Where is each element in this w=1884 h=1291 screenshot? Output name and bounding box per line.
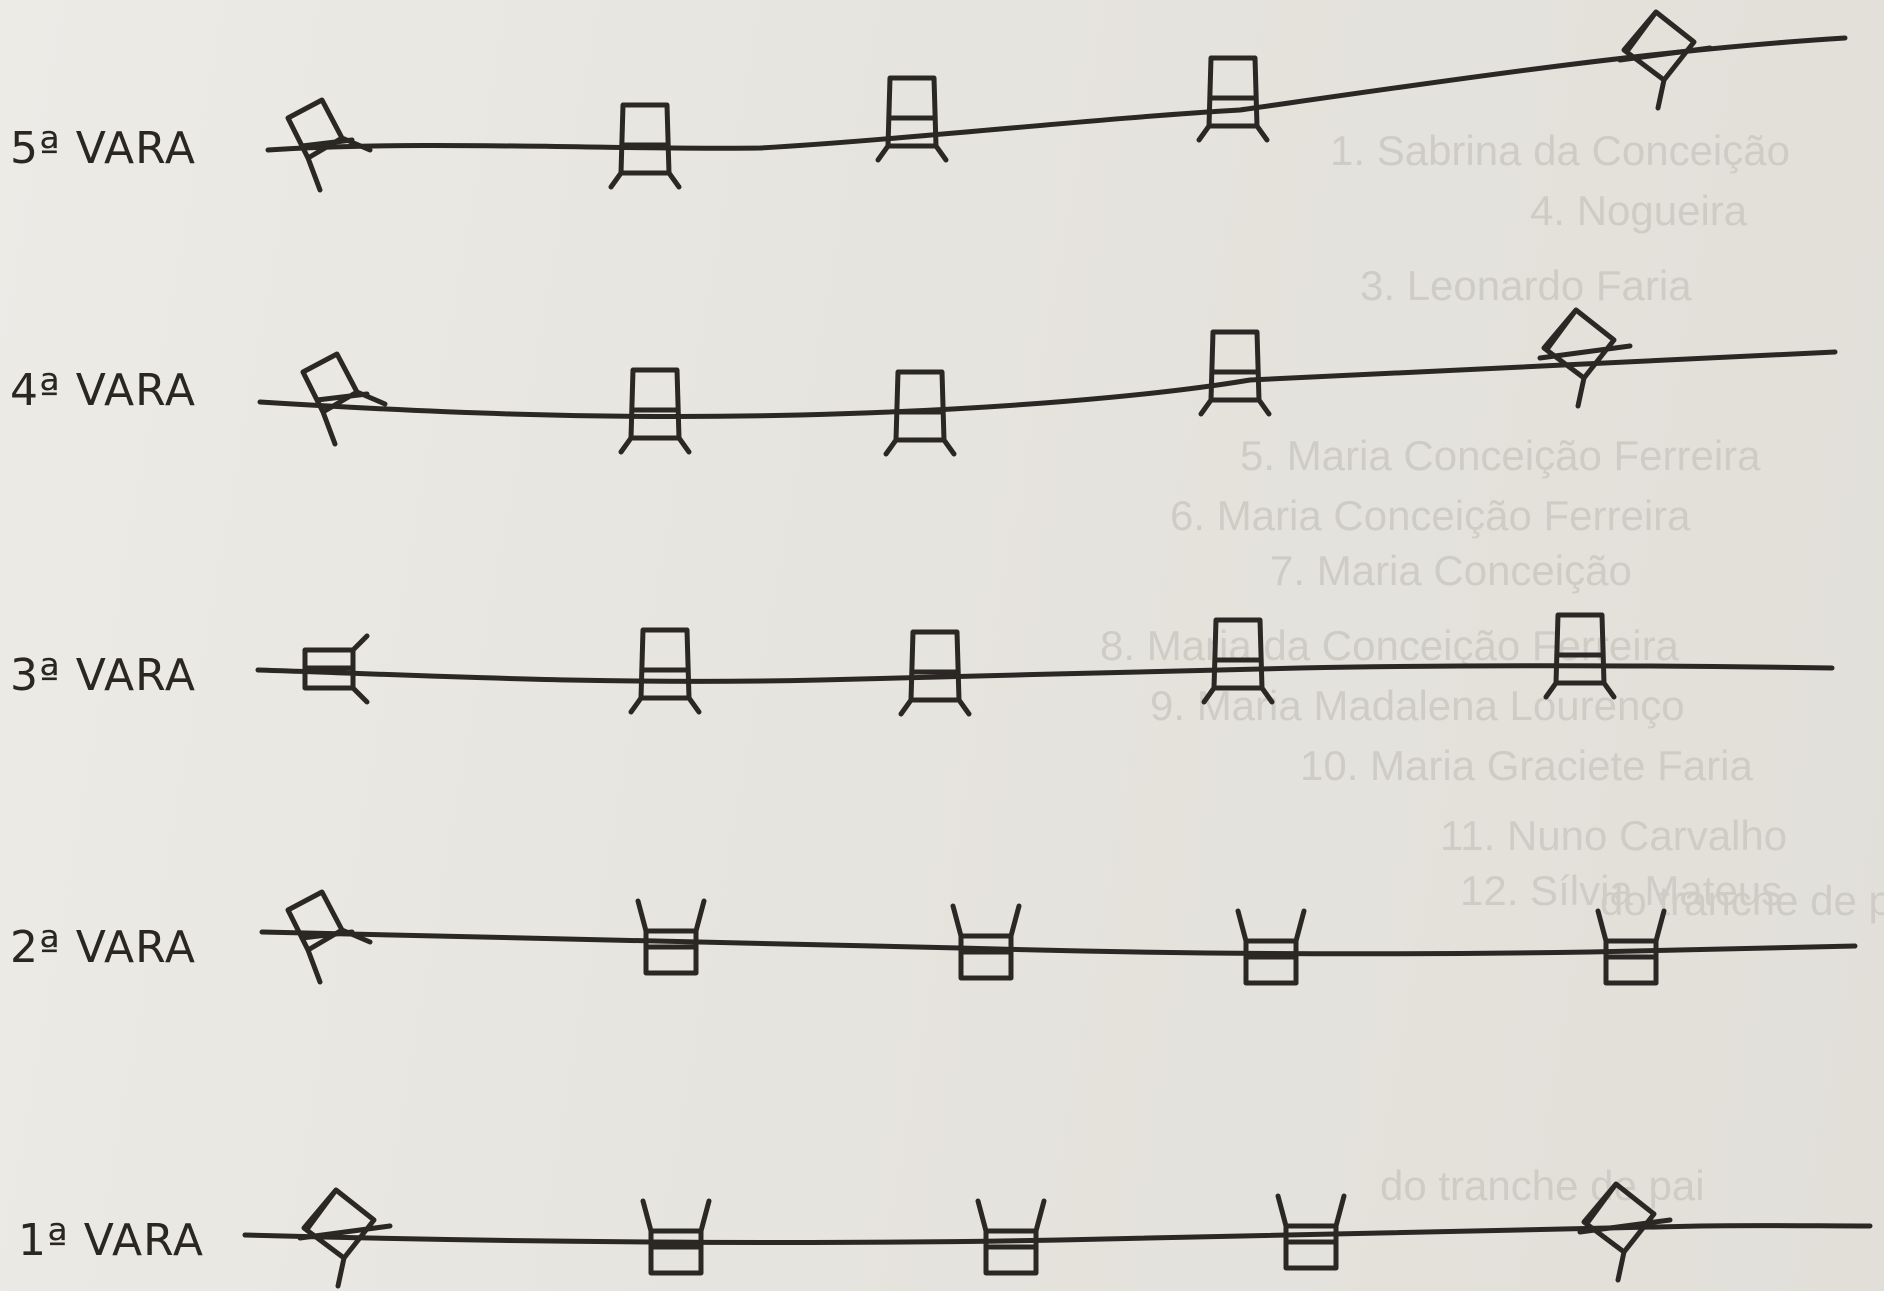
ghost-line: 3. Leonardo Faria	[1360, 262, 1692, 309]
chair-icon	[1238, 911, 1304, 983]
ghost-line: 4. Nogueira	[1530, 187, 1748, 234]
ghost-line: 6. Maria Conceição Ferreira	[1170, 492, 1691, 539]
chair-icon	[978, 1201, 1044, 1273]
row-label: 4ª VARA	[10, 365, 196, 416]
chair-icon	[611, 105, 679, 187]
chair-icon	[288, 892, 370, 982]
chair-icon	[901, 632, 969, 714]
ghost-line: 7. Maria Conceição	[1270, 547, 1632, 594]
row-label: 5ª VARA	[10, 123, 196, 174]
chair-icon	[953, 906, 1019, 978]
row-label: 2ª VARA	[10, 922, 196, 973]
ghost-line: do tranche de pai	[1600, 877, 1884, 924]
ghost-line: 8. Maria da Conceição Ferreira	[1100, 622, 1680, 669]
chair-icon	[621, 370, 689, 452]
chair-icon	[288, 100, 370, 190]
chair-icon	[638, 901, 704, 973]
rope-line	[258, 666, 1832, 682]
ghost-line: 5. Maria Conceição Ferreira	[1240, 432, 1761, 479]
ghost-line: do tranche de pai	[1380, 1162, 1705, 1209]
ghost-line: 10. Maria Graciete Faria	[1300, 742, 1753, 789]
ghost-line: 1. Sabrina da Conceição	[1330, 127, 1790, 174]
ghost-line: 11. Nuno Carvalho	[1440, 812, 1787, 859]
chair-icon	[643, 1201, 709, 1273]
chair-icon	[1540, 310, 1630, 406]
chair-icon	[886, 372, 954, 454]
chair-icon	[303, 354, 385, 444]
row-label: 3ª VARA	[10, 650, 196, 701]
chair-icon	[1199, 58, 1267, 140]
chair-icon	[631, 630, 699, 712]
chair-icon	[1620, 12, 1710, 108]
chair-icon	[1201, 332, 1269, 414]
chair-icon	[1278, 1196, 1344, 1268]
row-label: 1ª VARA	[18, 1215, 204, 1266]
chair-icon	[878, 78, 946, 160]
chair-icon	[305, 636, 367, 702]
